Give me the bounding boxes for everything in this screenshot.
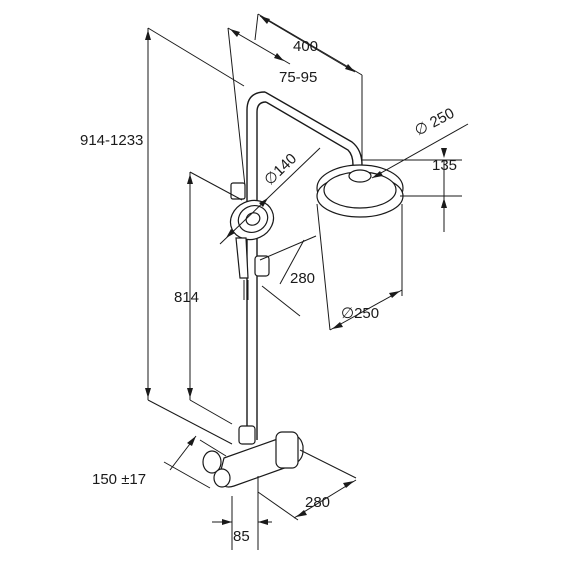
dimension-wall-offset: 85 <box>212 496 272 550</box>
label-mixer-depth: 280 <box>305 494 330 511</box>
label-hand-shower-diameter: ∅140 <box>261 150 300 189</box>
dimension-rain-head-diameter: ∅250 <box>316 203 403 331</box>
label-rain-head-diameter: ∅250 <box>341 305 379 322</box>
mixer-left-cap <box>213 468 231 488</box>
mixer-left-knob <box>202 450 222 474</box>
label-hand-shower-projection: 280 <box>290 270 315 287</box>
hand-shower <box>229 182 275 300</box>
label-rain-head-drop: 135 <box>432 157 457 174</box>
label-inlet-spacing: 150 ±17 <box>92 471 146 488</box>
hand-shower-holder <box>230 182 246 200</box>
dimension-arm-reach: 75-95 <box>227 27 317 187</box>
label-wall-offset: 85 <box>233 528 250 545</box>
mixer-column-connector <box>238 425 256 445</box>
dimension-hand-shower-projection: 280 <box>259 235 317 317</box>
riser-pipe <box>246 91 266 440</box>
rain-shower-head <box>316 164 404 218</box>
label-total-height: 914-1233 <box>80 132 143 149</box>
hand-shower-handle <box>235 237 249 279</box>
shower-column <box>246 91 363 440</box>
dimension-overall-width: 400 <box>254 13 363 162</box>
dimension-rain-head-drop: 135 <box>362 148 462 232</box>
dimension-slider-height: 814 <box>174 171 243 425</box>
dimension-inlet-spacing: 150 ±17 <box>92 435 227 489</box>
label-overall-width: 400 <box>293 38 318 55</box>
thermostatic-mixer <box>202 425 304 510</box>
dimension-total-height: 914-1233 <box>80 27 245 445</box>
mixer-right-knob <box>275 431 299 469</box>
riser-pipe-inner <box>256 101 267 440</box>
hose-connector <box>243 280 249 300</box>
label-slider-height: 814 <box>174 289 199 306</box>
label-arm-reach: 75-95 <box>279 69 317 86</box>
rain-head-joint <box>348 169 372 183</box>
shower-arm-inner <box>265 101 354 166</box>
dimension-mixer-depth: 280 <box>257 449 357 521</box>
slider-knob <box>254 255 270 277</box>
